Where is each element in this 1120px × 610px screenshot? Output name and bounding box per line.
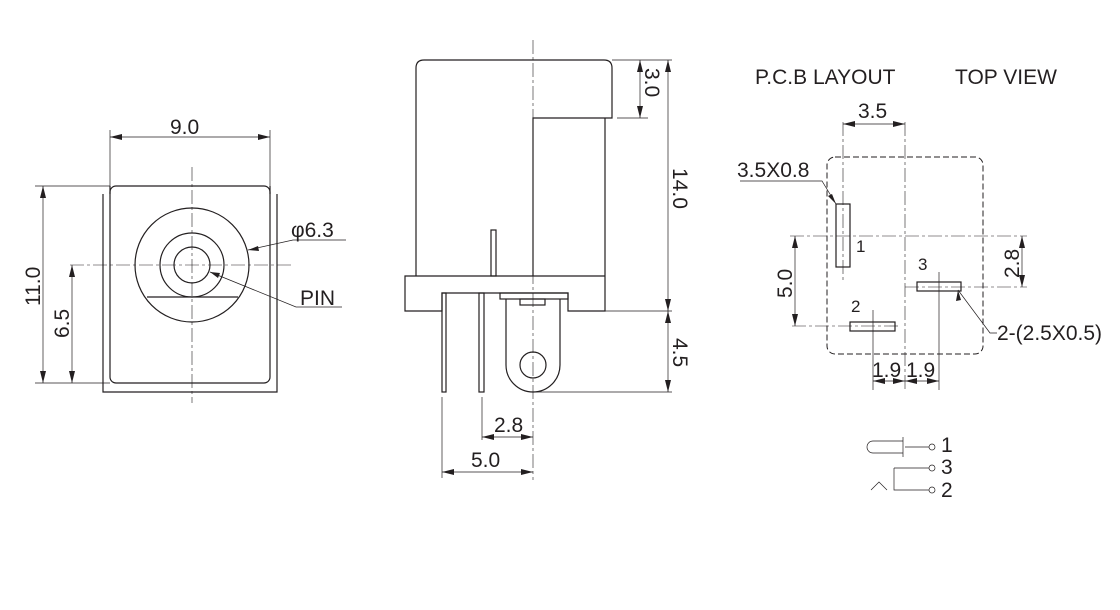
pad-1 xyxy=(835,203,851,268)
pad-2 xyxy=(849,321,896,332)
width-dim: 9.0 xyxy=(170,116,199,139)
height-dim: 11.0 xyxy=(22,267,45,306)
pcb-title: P.C.B LAYOUT xyxy=(755,66,896,89)
body-dim: 14.0 xyxy=(668,168,691,209)
top-dim: 3.0 xyxy=(640,68,663,97)
pad3-offset-dim: 2.8 xyxy=(1001,249,1024,278)
right-offset-dim: 1.9 xyxy=(906,359,935,382)
pad-label-2: 2 xyxy=(851,297,860,316)
pad-label-3: 3 xyxy=(918,255,927,274)
vertical-dim: 5.0 xyxy=(774,269,797,298)
view-label: TOP VIEW xyxy=(955,66,1057,89)
pin-offset-dim: 2.8 xyxy=(494,414,523,437)
pin-label: PIN xyxy=(300,287,335,310)
lug-dim: 4.5 xyxy=(668,338,691,367)
pcb-layout: P.C.B LAYOUT TOP VIEW 3.5 3.5X0.8 2-(2.5… xyxy=(737,66,1102,390)
pad-label-1: 1 xyxy=(856,237,865,256)
schematic-symbol: 1 3 2 xyxy=(866,434,953,502)
schematic-pin-3: 3 xyxy=(941,456,953,479)
left-offset-dim: 1.9 xyxy=(872,359,901,382)
side-view: 3.0 14.0 4.5 2.8 5.0 xyxy=(404,40,691,480)
pitch-dim: 3.5 xyxy=(858,100,887,123)
front-view: 9.0 11.0 6.5 φ6.3 PIN xyxy=(22,116,346,403)
pad1-size: 3.5X0.8 xyxy=(737,159,809,182)
schematic-pin-1: 1 xyxy=(941,434,953,457)
pin-height-dim: 6.5 xyxy=(51,309,74,338)
pad23-size: 2-(2.5X0.5) xyxy=(997,322,1102,345)
pin-span-dim: 5.0 xyxy=(471,449,500,472)
diameter-dim: φ6.3 xyxy=(291,219,334,242)
schematic-pin-2: 2 xyxy=(941,479,953,502)
